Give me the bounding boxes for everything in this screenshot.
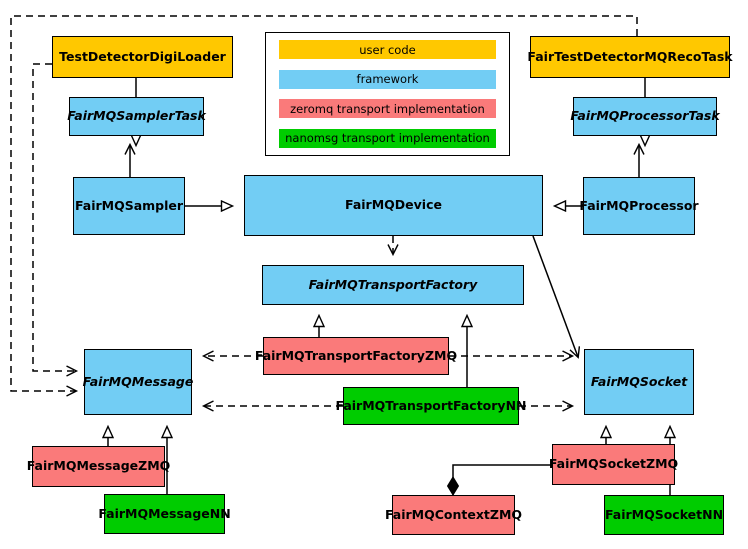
legend-item-framework: framework xyxy=(279,69,496,89)
class-node-fairmqmessagenn[interactable]: FairMQMessageNN xyxy=(98,494,231,534)
class-node-fairmqprocessortask[interactable]: FairMQProcessorTask xyxy=(570,97,720,136)
class-node-fairmqcontextzmq[interactable]: FairMQContextZMQ xyxy=(385,495,522,535)
class-node-fairmqmessagezmq[interactable]: FairMQMessageZMQ xyxy=(27,446,170,487)
legend-box: user code framework zeromq transport imp… xyxy=(265,32,510,156)
class-node-fairmqsamplertask[interactable]: FairMQSamplerTask xyxy=(67,97,206,136)
class-node-fairmqmessage[interactable]: FairMQMessage xyxy=(83,349,193,415)
legend-item-nanomsg: nanomsg transport implementation xyxy=(279,128,496,148)
edge-device-to-socket xyxy=(532,235,578,357)
class-node-fairmqprocessor[interactable]: FairMQProcessor xyxy=(579,177,699,235)
legend-item-zeromq: zeromq transport implementation xyxy=(279,99,496,119)
legend-item-user-code: user code xyxy=(279,40,496,59)
class-node-fairtestdetectormqrecotask[interactable]: FairTestDetectorMQRecoTask xyxy=(527,36,733,78)
class-node-fairmqsampler[interactable]: FairMQSampler xyxy=(73,177,185,235)
class-node-fairmqsocketnn[interactable]: FairMQSocketNN xyxy=(604,495,724,535)
class-node-fairmqsocket[interactable]: FairMQSocket xyxy=(584,349,694,415)
class-node-testdetectordigiloader[interactable]: TestDetectorDigiLoader xyxy=(52,36,233,78)
class-node-fairmqdevice[interactable]: FairMQDevice xyxy=(244,175,543,236)
class-node-fairmqsocketzmq[interactable]: FairMQSocketZMQ xyxy=(549,444,678,485)
class-node-fairmqtransportfactoryzmq[interactable]: FairMQTransportFactoryZMQ xyxy=(255,337,457,375)
class-node-fairmqtransportfactorynn[interactable]: FairMQTransportFactoryNN xyxy=(336,387,527,425)
edge-contextzmq-to-socketzmq xyxy=(446,464,552,496)
class-node-fairmqtransportfactory[interactable]: FairMQTransportFactory xyxy=(262,265,524,305)
